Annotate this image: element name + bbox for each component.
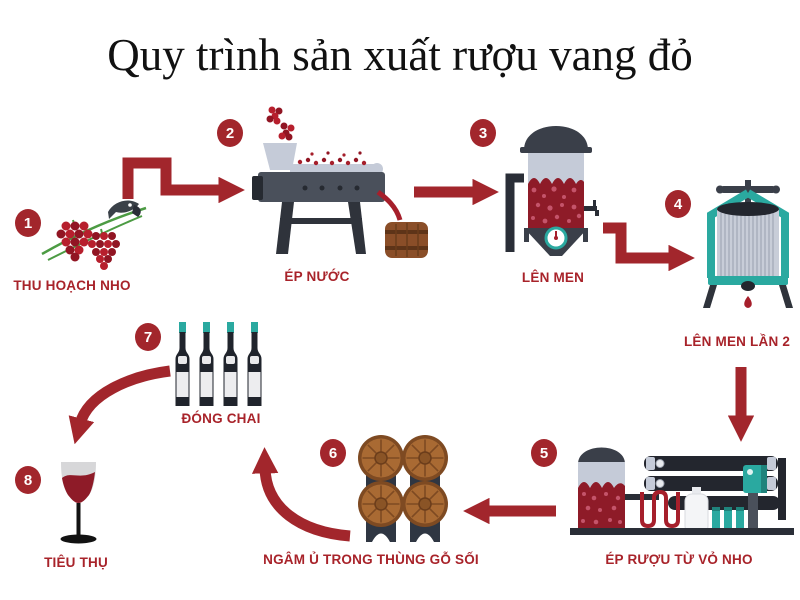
step-3-label: LÊN MEN	[521, 270, 585, 285]
juice-barrel	[385, 222, 428, 258]
teal-pump	[743, 458, 767, 493]
arrow-step3-to-step4	[603, 222, 695, 272]
step-4-label: LÊN MEN LẦN 2	[683, 334, 791, 349]
step-2-label: ÉP NƯỚC	[284, 269, 350, 284]
skin-bubbles	[581, 492, 622, 525]
arrow-step1-to-step2	[122, 157, 245, 204]
grapes-in-trough	[297, 151, 367, 166]
fermentation-tank-illustration	[505, 126, 599, 256]
arrow-step7-to-step8	[68, 365, 171, 445]
red-coil-pipe	[640, 489, 680, 529]
basket-press-illustration	[703, 180, 793, 308]
pruning-shears-icon	[108, 200, 141, 219]
falling-grapes	[266, 106, 295, 141]
step-5-label: ÉP RƯỢU TỪ VỎ NHO	[605, 552, 753, 567]
juice-stream	[376, 190, 403, 221]
wine-droplet	[744, 296, 752, 308]
step-7-label: ĐÓNG CHAI	[181, 411, 261, 426]
grape-bunch-left	[56, 221, 93, 262]
step-8-label: TIÊU THỤ	[44, 555, 108, 570]
page-title: Quy trình sản xuất rượu vang đỏ	[107, 30, 693, 80]
step-8-badge: 8	[15, 466, 41, 494]
ferment-bubbles	[531, 186, 582, 224]
white-vessel	[684, 487, 709, 534]
grape-harvest-illustration	[41, 200, 147, 270]
skin-press-machine-illustration	[570, 447, 794, 535]
wine-bottle	[175, 322, 190, 406]
oak-barrels-illustration	[358, 435, 448, 542]
wine-bottle	[199, 322, 214, 406]
step-3-badge: 3	[470, 119, 496, 147]
grape-crusher-illustration	[252, 106, 428, 258]
step-6-label: NGÂM Ủ TRONG THÙNG GỖ SỐI	[263, 552, 479, 567]
step-4-badge: 4	[665, 190, 691, 218]
step-6-badge: 6	[320, 439, 346, 467]
step-7-badge: 7	[135, 323, 161, 351]
barrel-ends	[358, 435, 448, 527]
wine-glass-illustration	[60, 462, 97, 544]
step-1-label: THU HOẠCH NHO	[13, 278, 131, 293]
arrow-step6-to-step7	[251, 447, 351, 542]
teal-canisters	[712, 507, 744, 530]
tank-gauge	[544, 226, 568, 250]
step-5-badge: 5	[531, 439, 557, 467]
wine-bottle	[223, 322, 238, 406]
grape-bunch-right	[88, 232, 120, 270]
wine-bottles-illustration	[175, 322, 262, 406]
wine-bottle	[247, 322, 262, 406]
step-1-badge: 1	[15, 209, 41, 237]
step-2-badge: 2	[217, 119, 243, 147]
